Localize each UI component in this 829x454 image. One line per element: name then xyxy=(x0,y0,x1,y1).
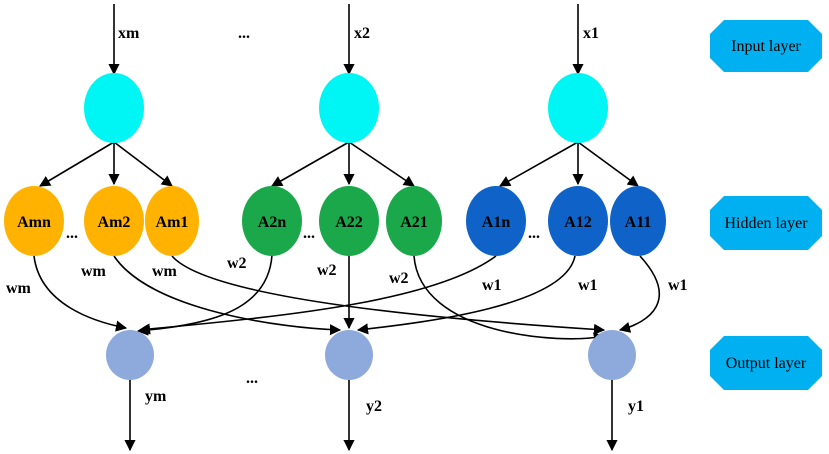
edge-amn-ym xyxy=(33,255,128,332)
input-nodes xyxy=(84,73,608,143)
weight-label-w1-1: w1 xyxy=(482,277,502,294)
input-layer-label: Input layer xyxy=(731,38,801,55)
layer-badge-input: Input layer xyxy=(710,20,822,72)
hidden-label-a22: A22 xyxy=(335,214,363,231)
input-label-xm: xm xyxy=(118,25,140,42)
hidden-layer-octagon xyxy=(710,196,822,250)
edge-am2-y2 xyxy=(113,255,342,336)
hidden-ellipsis-2: ... xyxy=(303,225,315,242)
hidden-node-am2 xyxy=(84,186,144,256)
output-node-2 xyxy=(325,330,373,380)
weight-label-w2-3: w2 xyxy=(389,270,409,287)
edge-a21-y1 xyxy=(413,255,606,344)
hidden-label-am1: Am1 xyxy=(156,214,189,231)
output-layer-label: Output layer xyxy=(726,355,807,372)
hidden-label-a21: A21 xyxy=(400,214,428,231)
weight-label-wm-2: wm xyxy=(81,263,107,280)
layer-badge-output: Output layer xyxy=(710,336,822,390)
input-layer-octagon xyxy=(710,20,822,72)
input-label-x2: x2 xyxy=(354,25,370,42)
input-node-2 xyxy=(319,73,379,143)
edge-xm-amn xyxy=(39,141,115,187)
output-arrows xyxy=(124,380,618,452)
input-arrows xyxy=(108,4,584,76)
hidden-label-a1n: A1n xyxy=(482,214,511,231)
output-label-y1: y1 xyxy=(628,398,644,415)
hidden-label-a11: A11 xyxy=(625,214,652,231)
output-node-m xyxy=(106,330,154,380)
hidden-ellipsis-m: ... xyxy=(66,225,78,242)
hidden-to-output-edges xyxy=(33,254,661,344)
output-nodes xyxy=(106,330,636,380)
edge-am1-y1 xyxy=(171,255,606,335)
input-node-1 xyxy=(548,73,608,143)
weight-label-w1-3: w1 xyxy=(668,277,688,294)
hidden-label-a2n: A2n xyxy=(258,214,287,231)
edge-x1-a11 xyxy=(577,141,639,187)
edge-x2-a2n xyxy=(271,141,350,187)
output-ellipsis: ... xyxy=(246,370,258,387)
input-label-x1: x1 xyxy=(583,25,599,42)
hidden-label-amn: Amn xyxy=(17,214,51,231)
edge-a11-y1 xyxy=(618,255,661,333)
edge-a12-y2 xyxy=(356,255,576,335)
hidden-ellipsis-1: ... xyxy=(528,225,540,242)
hidden-node-a1n xyxy=(466,186,526,256)
hidden-label-a12: A12 xyxy=(564,214,592,231)
edge-x2-a21 xyxy=(348,141,415,187)
hidden-node-a21 xyxy=(386,186,442,256)
output-layer-octagon xyxy=(710,336,822,390)
input-node-m xyxy=(84,73,144,143)
weight-label-w2-2: w2 xyxy=(317,262,337,279)
layer-badge-hidden: Hidden layer xyxy=(710,196,822,250)
weight-label-w2-1: w2 xyxy=(227,255,247,272)
hidden-node-am1 xyxy=(145,186,199,256)
hidden-node-amn xyxy=(4,186,64,256)
hidden-label-am2: Am2 xyxy=(98,214,131,231)
weight-label-wm-3: wm xyxy=(152,263,178,280)
hidden-node-a22 xyxy=(319,186,379,256)
hidden-nodes xyxy=(4,186,666,256)
output-node-1 xyxy=(588,330,636,380)
input-ellipsis: ... xyxy=(238,25,250,42)
output-label-ym: ym xyxy=(145,388,167,405)
hidden-layer-label: Hidden layer xyxy=(724,215,808,232)
hidden-node-a12 xyxy=(548,186,608,256)
edge-xm-am1 xyxy=(113,141,173,187)
hidden-node-a2n xyxy=(242,186,302,256)
hidden-node-a11 xyxy=(610,186,666,256)
edge-x1-a1n xyxy=(499,141,579,187)
weight-label-w1-2: w1 xyxy=(578,277,598,294)
output-label-y2: y2 xyxy=(366,398,382,415)
edge-a1n-ym xyxy=(138,255,497,335)
weight-label-wm-1: wm xyxy=(6,280,32,297)
input-to-hidden-edges xyxy=(39,141,639,187)
